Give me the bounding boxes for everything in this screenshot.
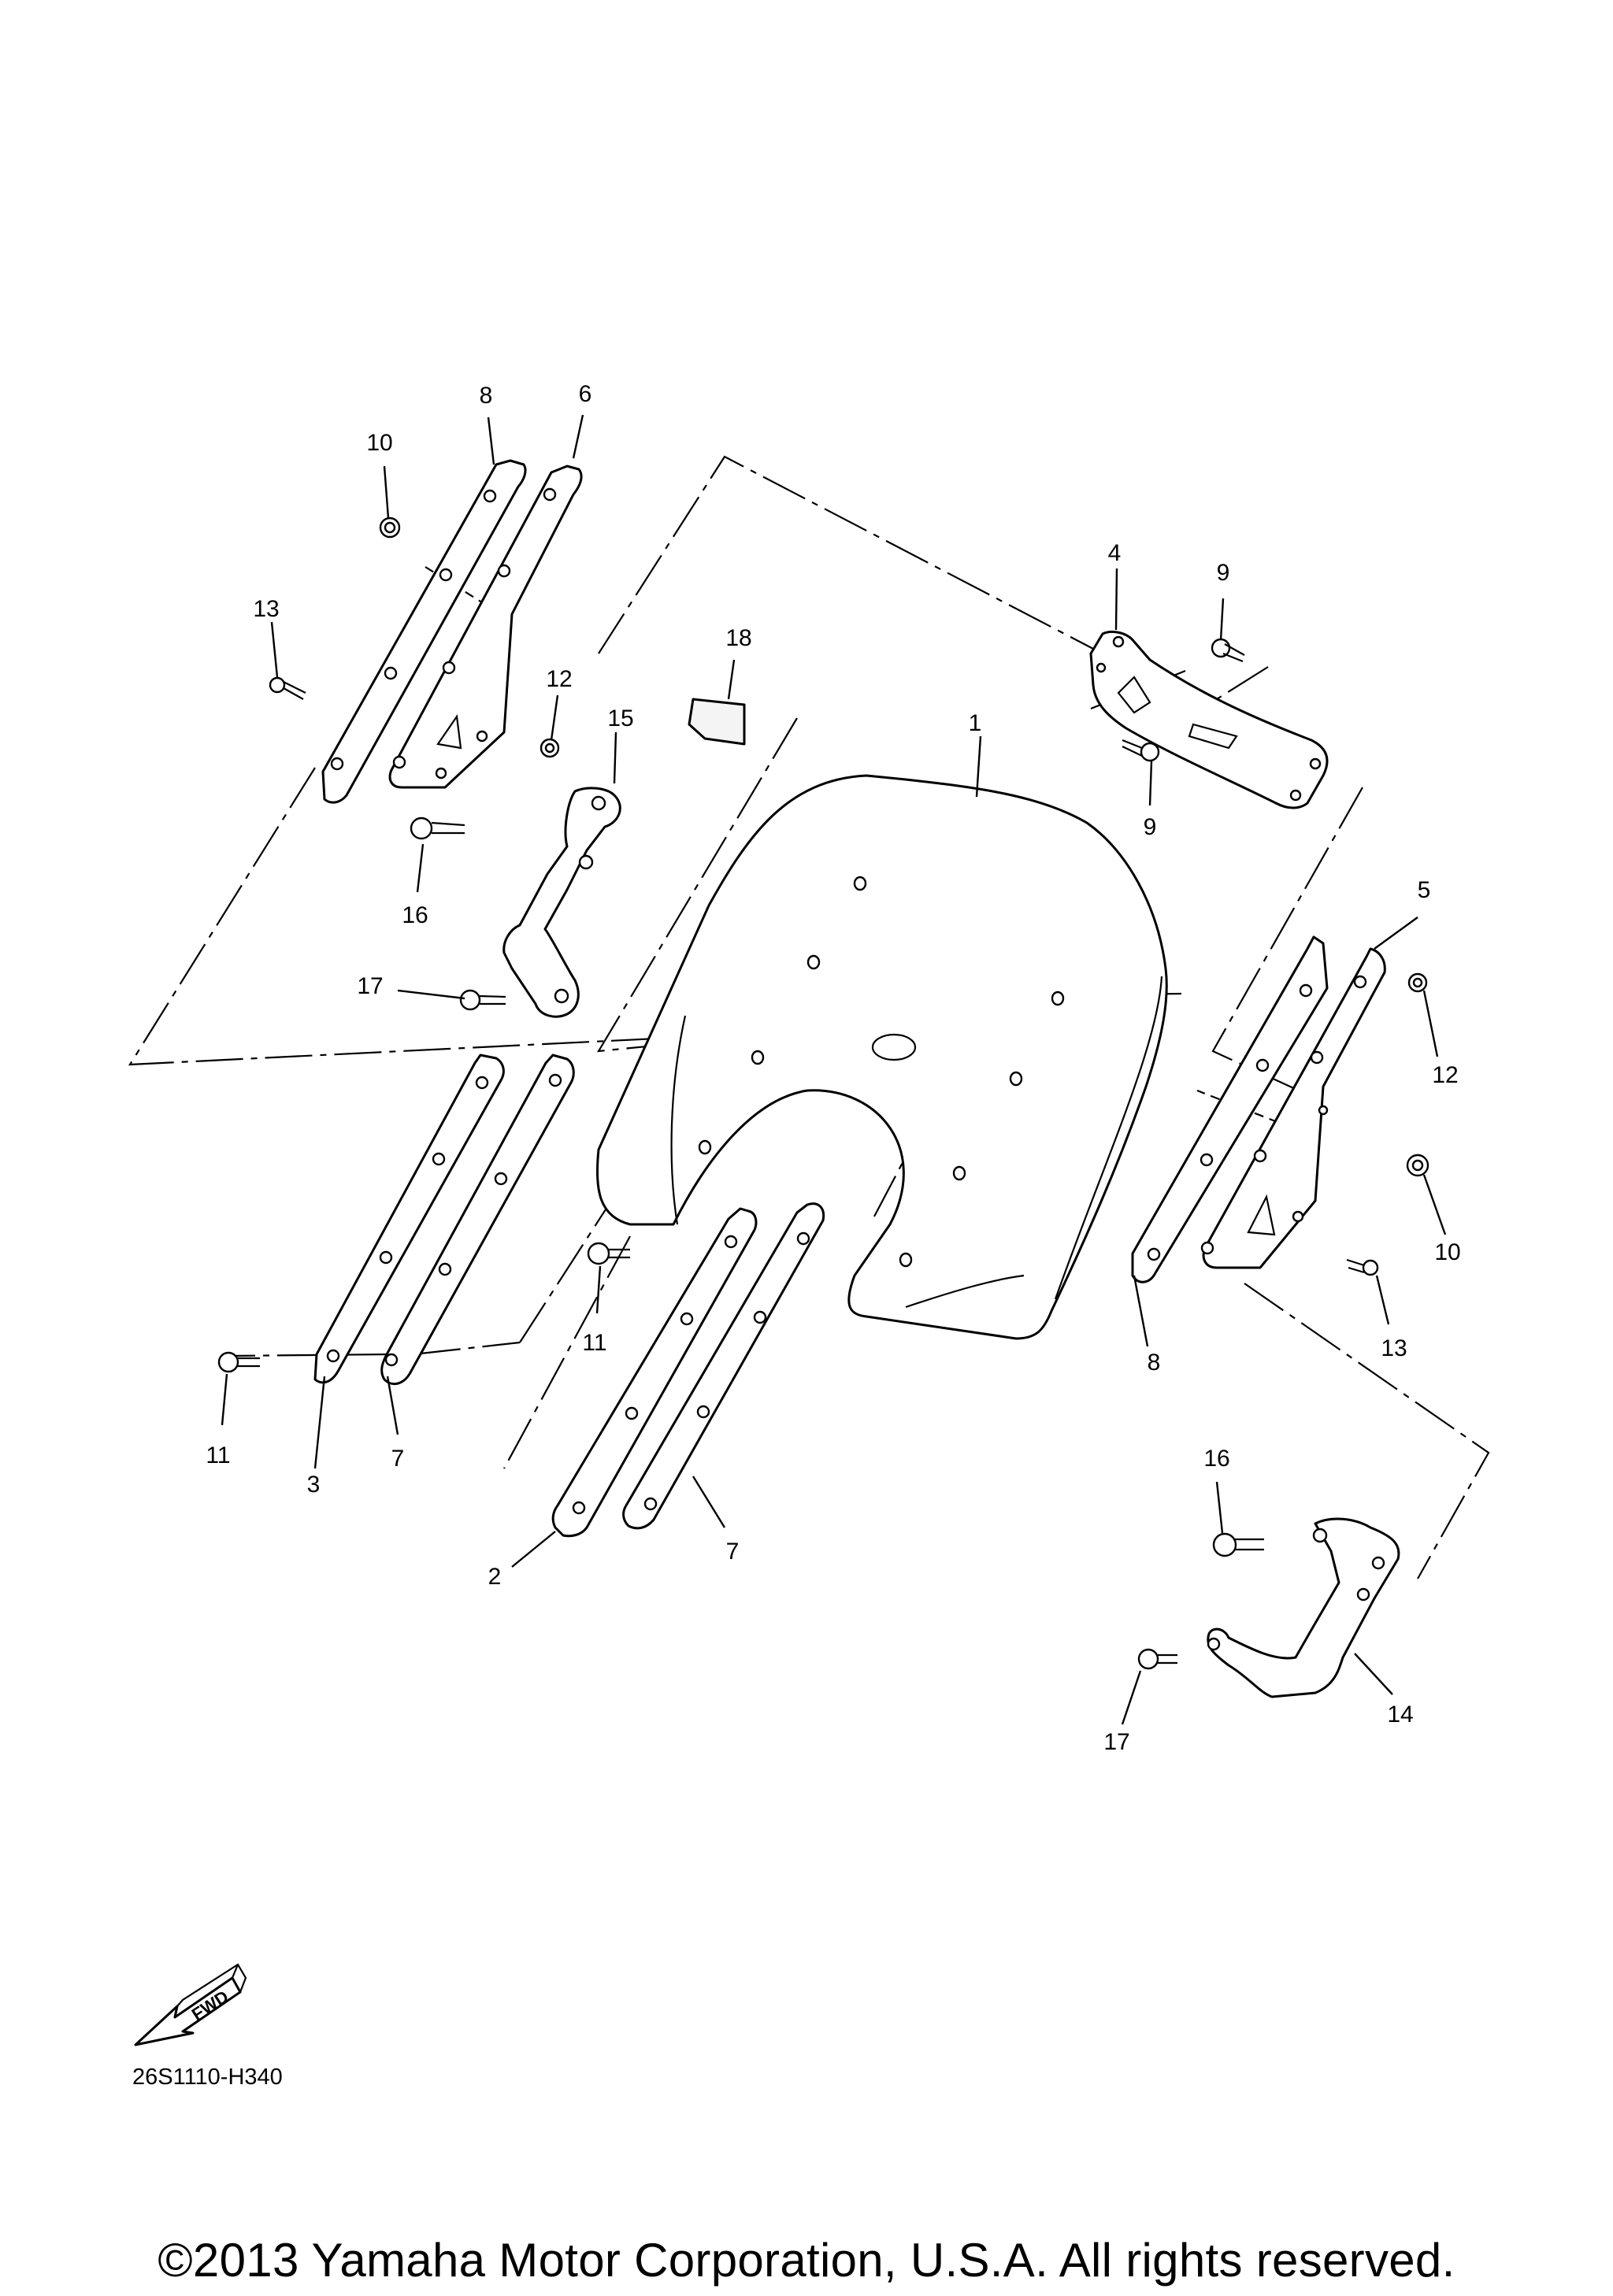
callout-labels: 1 2 3 4 5 6 7 7 8 8 9 9 10 10 11 11 12 1… [206, 381, 1460, 1755]
copyright-notice: ©2013 Yamaha Motor Corporation, U.S.A. A… [158, 2234, 1455, 2287]
callout-2: 2 [488, 1564, 502, 1590]
pad [688, 698, 746, 746]
callout-4: 4 [1108, 540, 1122, 566]
brace-right-8 [1131, 935, 1329, 1283]
callout-13-upper: 13 [253, 596, 279, 622]
nut-10-upper-left [379, 517, 401, 539]
bolt-9-top [1211, 638, 1245, 663]
fasteners [217, 517, 1429, 1670]
callout-12-upper: 12 [546, 666, 572, 692]
stay-right [1207, 1517, 1400, 1698]
stay-left [502, 787, 621, 1018]
callout-14: 14 [1387, 1702, 1413, 1728]
windshield [595, 774, 1168, 1340]
callout-12-right: 12 [1432, 1062, 1458, 1088]
callout-5: 5 [1418, 877, 1431, 903]
leader-lines [221, 414, 1447, 1725]
callout-18: 18 [725, 625, 751, 651]
callout-7-left: 7 [391, 1446, 405, 1472]
nut-12-right [1407, 972, 1428, 993]
callout-1: 1 [969, 710, 982, 736]
bolt-13-upper-left [269, 676, 306, 700]
brace-upper-left-8 [321, 459, 527, 804]
bolt-16-right [1212, 1532, 1264, 1557]
callout-8-right: 8 [1148, 1350, 1161, 1376]
bolt-9-lower [1122, 739, 1160, 762]
bolt-11-center [587, 1242, 630, 1265]
brace-right-5 [1200, 947, 1386, 1269]
bolt-17-left [459, 989, 506, 1011]
callout-10-right: 10 [1434, 1239, 1460, 1265]
diagram-code: 26S1110-H340 [132, 2065, 283, 2090]
callout-13-right: 13 [1381, 1335, 1407, 1361]
fwd-arrow-icon: FWD [134, 1963, 247, 2046]
bolt-13-right [1346, 1258, 1379, 1276]
callout-15: 15 [607, 705, 633, 731]
callout-3: 3 [307, 1472, 321, 1498]
callout-6: 6 [579, 381, 592, 407]
brace-lower-center-rear [622, 1202, 825, 1530]
callout-8-upper: 8 [480, 383, 493, 409]
brace-lower-left-rear [380, 1054, 575, 1386]
callout-11-left: 11 [206, 1442, 230, 1468]
bolt-16-upper-left [410, 817, 465, 840]
bolt-17-right [1137, 1648, 1177, 1670]
callout-16-right: 16 [1203, 1446, 1229, 1472]
nut-10-right [1406, 1154, 1429, 1177]
callout-16-upper: 16 [402, 902, 428, 928]
callout-17-left: 17 [357, 973, 383, 999]
brace-upper-left-6 [388, 465, 583, 789]
callout-17-right: 17 [1103, 1729, 1129, 1755]
callout-9-top: 9 [1217, 560, 1230, 586]
brace-lower-left [313, 1054, 505, 1384]
bracket-upper-right [1089, 631, 1329, 809]
callout-9-lower: 9 [1144, 814, 1157, 840]
brace-lower-center [551, 1207, 758, 1538]
callout-7-center: 7 [726, 1539, 740, 1565]
bolt-11-left [217, 1351, 260, 1373]
callout-11-center: 11 [582, 1330, 606, 1356]
callout-10-upper: 10 [366, 430, 392, 456]
nut-12-upper-left [540, 738, 560, 758]
